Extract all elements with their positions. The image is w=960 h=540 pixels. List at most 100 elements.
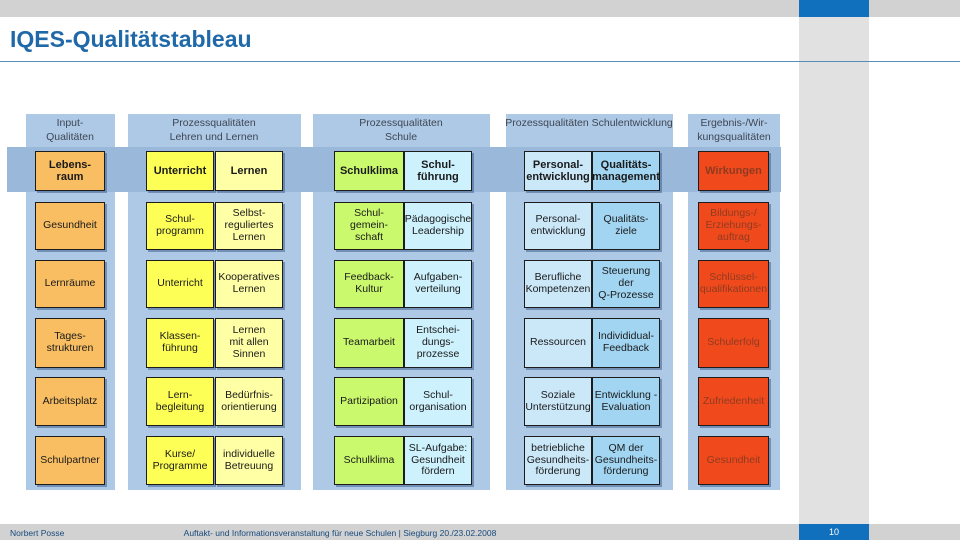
quality-box-label: Partizipation [340, 394, 398, 407]
footer-event: Auftakt- und Informationsveranstaltung f… [183, 528, 497, 538]
quality-box-label: Schul- gemein- schaft [350, 207, 388, 243]
quality-box-schulentwicklung-row3-right: Steuerung der Q-Prozesse [592, 260, 660, 308]
footer-author: Norbert Posse [10, 528, 65, 538]
quality-box-schule-row6-right: SL-Aufgabe: Gesundheit fördern [404, 436, 472, 485]
quality-box-schule-row1-right: Schul- führung [404, 151, 472, 191]
column-header-lehren-lernen: Prozessqualitäten Lehren und Lernen [169, 117, 259, 143]
quality-box-label: Schulpartner [40, 453, 100, 466]
quality-box-label: Ressourcen [529, 336, 587, 349]
quality-box-label: Lernen [230, 164, 268, 177]
quality-box-schulentwicklung-row1-left: Personal- entwicklung [524, 151, 592, 191]
quality-box-label: Schulklima [343, 453, 395, 466]
quality-box-schulentwicklung-row2-right: Qualitäts- ziele [592, 202, 660, 250]
column-header-schule: Prozessqualitäten Schule [359, 117, 443, 143]
quality-box-lehren-lernen-row4-left: Klassen- führung [146, 318, 214, 368]
quality-box-label: Personal- entwicklung [530, 213, 586, 237]
quality-box-label: Schul- organisation [409, 388, 467, 413]
quality-box-label: Zufriedenheit [702, 394, 765, 407]
quality-box-schule-row1-left: Schulklima [334, 151, 404, 191]
quality-box-input-row4: Tages- strukturen [35, 318, 105, 368]
quality-box-lehren-lernen-row1-left: Unterricht [146, 151, 214, 191]
quality-box-lehren-lernen-row5-left: Lern- begleitung [146, 377, 214, 426]
quality-box-label: Berufliche Kompetenzen [525, 271, 591, 295]
quality-box-schulentwicklung-row2-left: Personal- entwicklung [524, 202, 592, 250]
quality-box-label: Bedürfnis- orientierung [221, 388, 277, 413]
quality-box-label: Bildungs-/ Erziehungs- auftrag [705, 207, 762, 243]
quality-box-label: Kooperatives Lernen [218, 271, 280, 295]
quality-box-schule-row3-right: Aufgaben- verteilung [404, 260, 472, 308]
quality-box-wirkungen-row6: Gesundheit [698, 436, 769, 485]
quality-box-label: betriebliche Gesundheits- förderung [526, 441, 590, 478]
quality-box-label: Klassen- führung [159, 330, 201, 354]
quality-box-label: Lern- begleitung [155, 388, 205, 413]
quality-box-label: Selbst- reguliertes Lernen [224, 207, 274, 243]
quality-box-label: Lebens- raum [48, 158, 92, 183]
quality-box-label: Lernen mit allen Sinnen [229, 324, 269, 360]
title-underline [0, 61, 960, 62]
top-bar-accent-block [799, 0, 869, 17]
quality-box-label: Schul- programm [156, 213, 204, 237]
quality-box-input-row5: Arbeitsplatz [35, 377, 105, 426]
slide-title: IQES-Qualitätstableau [10, 26, 252, 52]
quality-box-label: Feedback- Kultur [344, 271, 394, 295]
quality-box-lehren-lernen-row3-right: Kooperatives Lernen [215, 260, 283, 308]
quality-box-label: Aufgaben- verteilung [413, 271, 463, 295]
quality-box-lehren-lernen-row6-left: Kurse/ Programme [146, 436, 214, 485]
quality-box-lehren-lernen-row5-right: Bedürfnis- orientierung [215, 377, 283, 426]
quality-box-label: QM der Gesundheits- förderung [594, 441, 658, 478]
quality-box-schulentwicklung-row5-right: Entwicklung - Evaluation [592, 377, 660, 426]
quality-box-schule-row6-left: Schulklima [334, 436, 404, 485]
column-header-wirkungen: Ergebnis-/Wir- kungsqualitäten [697, 117, 771, 143]
quality-box-input-row3: Lernräume [35, 260, 105, 308]
quality-box-label: Unterricht [157, 277, 203, 290]
quality-box-label: Gesundheit [706, 453, 761, 466]
quality-box-label: Steuerung der Q-Prozesse [598, 265, 654, 301]
quality-box-schule-row4-right: Entschei- dungs- prozesse [404, 318, 472, 368]
quality-box-label: Teamarbeit [343, 336, 395, 349]
quality-box-input-row1: Lebens- raum [35, 151, 105, 191]
quality-box-label: Wirkungen [705, 164, 762, 177]
quality-box-label: Lernräume [44, 277, 96, 290]
quality-box-lehren-lernen-row2-left: Schul- programm [146, 202, 214, 250]
quality-box-lehren-lernen-row3-left: Unterricht [146, 260, 214, 308]
quality-box-wirkungen-row3: Schlüssel- qualifikationen [698, 260, 769, 308]
quality-box-wirkungen-row5: Zufriedenheit [698, 377, 769, 426]
quality-box-schulentwicklung-row6-left: betriebliche Gesundheits- förderung [524, 436, 592, 485]
quality-box-label: Schulerfolg [707, 336, 760, 349]
quality-box-label: Soziale Unterstützung [525, 388, 591, 413]
quality-box-label: Schulklima [339, 164, 399, 177]
column-header-input: Input- Qualitäten [46, 117, 94, 143]
quality-box-schulentwicklung-row6-right: QM der Gesundheits- förderung [592, 436, 660, 485]
quality-box-label: Unterricht [153, 164, 207, 177]
quality-box-schule-row4-left: Teamarbeit [334, 318, 404, 368]
quality-box-label: Kurse/ Programme [152, 447, 208, 472]
quality-box-schule-row2-right: Pädagogische Leadership [404, 202, 472, 250]
quality-box-lehren-lernen-row6-right: individuelle Betreuung [215, 436, 283, 485]
quality-box-label: SL-Aufgabe: Gesundheit fördern [408, 441, 468, 478]
quality-box-schulentwicklung-row5-left: Soziale Unterstützung [524, 377, 592, 426]
quality-box-label: Arbeitsplatz [42, 394, 98, 407]
quality-box-label: Pädagogische Leadership [404, 213, 472, 237]
quality-box-lehren-lernen-row1-right: Lernen [215, 151, 283, 191]
quality-box-label: Individidual- Feedback [597, 330, 655, 354]
quality-box-lehren-lernen-row4-right: Lernen mit allen Sinnen [215, 318, 283, 368]
column-header-schulentwicklung: Prozessqualitäten Schulentwicklung [505, 117, 673, 129]
quality-box-lehren-lernen-row2-right: Selbst- reguliertes Lernen [215, 202, 283, 250]
top-bar [0, 0, 960, 17]
footer-bar [0, 524, 960, 540]
right-side-stripe [799, 17, 869, 524]
quality-box-schulentwicklung-row3-left: Berufliche Kompetenzen [524, 260, 592, 308]
footer-page-number: 10 [799, 524, 869, 540]
quality-box-schule-row2-left: Schul- gemein- schaft [334, 202, 404, 250]
quality-box-input-row2: Gesundheit [35, 202, 105, 250]
quality-box-input-row6: Schulpartner [35, 436, 105, 485]
quality-box-label: Schul- führung [417, 158, 459, 183]
quality-box-wirkungen-row2: Bildungs-/ Erziehungs- auftrag [698, 202, 769, 250]
quality-box-label: Personal- entwicklung [526, 158, 590, 183]
quality-box-schule-row5-left: Partizipation [334, 377, 404, 426]
quality-box-label: Schlüssel- qualifikationen [699, 271, 768, 295]
quality-box-wirkungen-row1: Wirkungen [698, 151, 769, 191]
quality-box-label: Entschei- dungs- prozesse [416, 324, 460, 360]
quality-box-schulentwicklung-row1-right: Qualitäts- management [592, 151, 660, 191]
